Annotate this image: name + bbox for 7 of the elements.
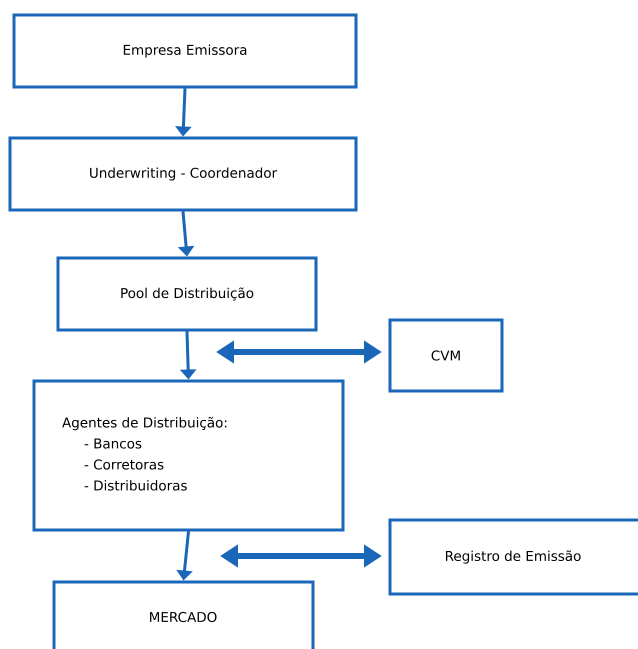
process-box: Empresa Emissora	[12, 14, 358, 88]
process-box: MERCADO	[52, 580, 314, 649]
process-box: Agentes de Distribuição: - Bancos - Corretoras - Distribuidoras	[32, 380, 344, 532]
process-box: CVM	[388, 318, 504, 392]
process-box: Registro de Emissão	[388, 518, 638, 596]
process-box: Pool de Distribuição	[56, 256, 318, 332]
process-box: Underwriting - Coordenador	[8, 136, 358, 212]
